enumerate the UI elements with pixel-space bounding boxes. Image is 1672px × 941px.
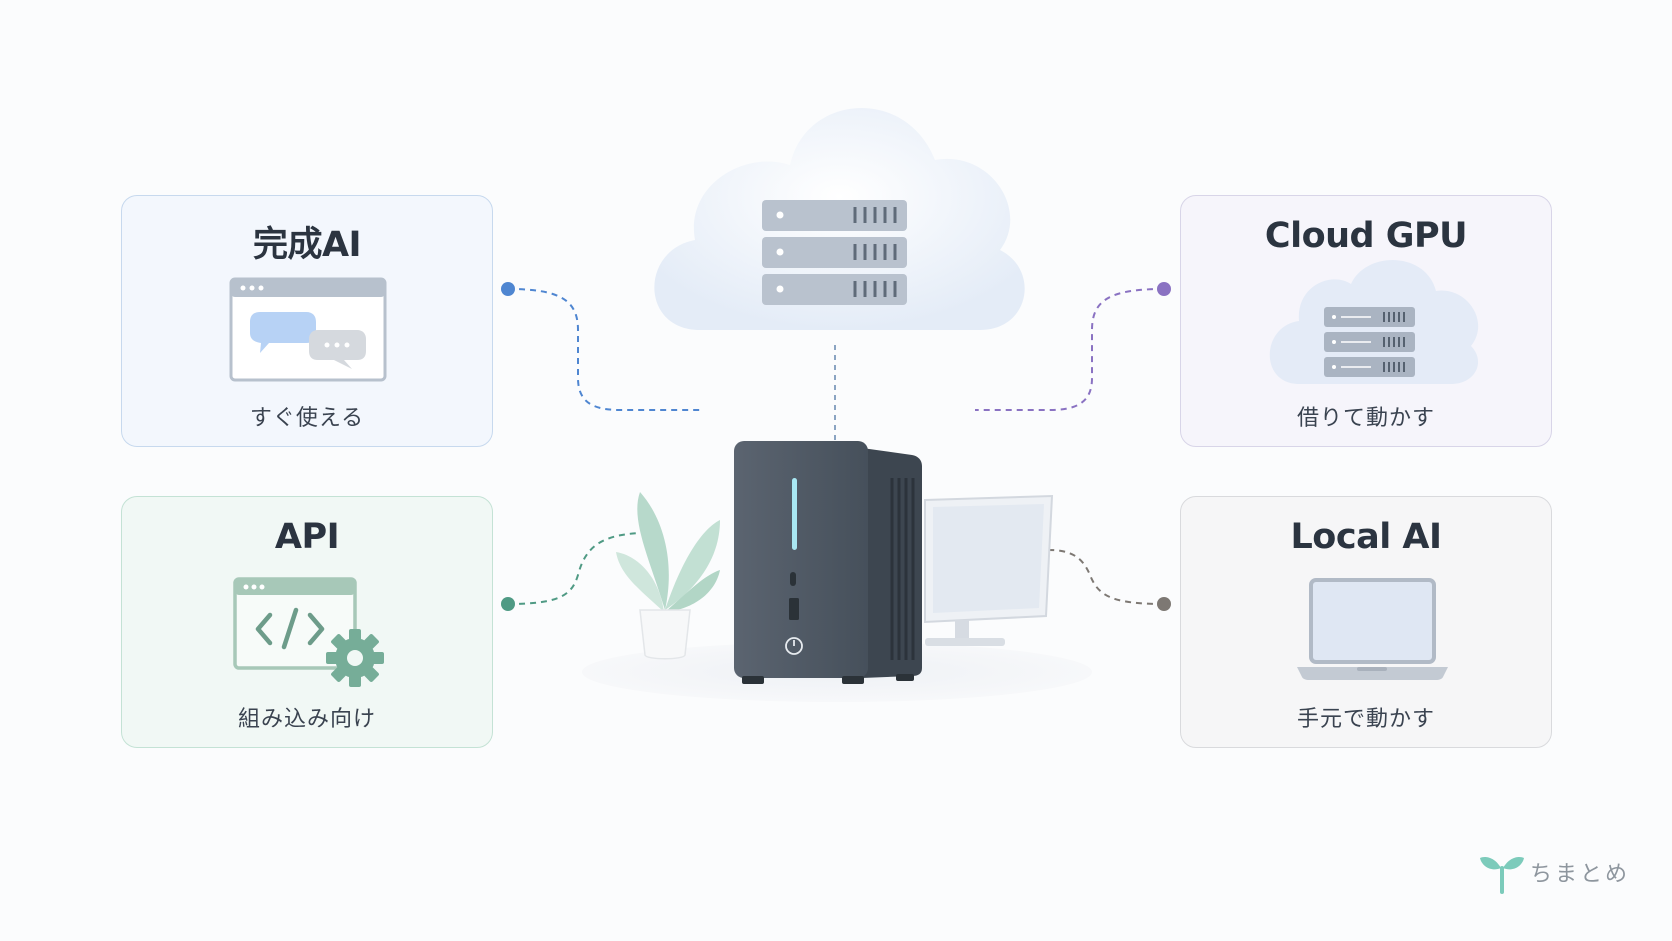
cloud-server-icon	[654, 107, 1025, 331]
card-local-ai[interactable]: Local AI 手元で動かす	[1180, 496, 1552, 748]
chat-window-icon	[229, 277, 387, 382]
card-cloud-gpu[interactable]: Cloud GPU 借りて動かす	[1180, 195, 1552, 447]
card-subtitle: すぐ使える	[249, 406, 365, 431]
card-subtitle: 借りて動かす	[1296, 406, 1435, 431]
code-gear-icon	[233, 577, 384, 687]
connector-kansei	[501, 282, 700, 411]
connector-dot-api	[501, 597, 515, 611]
monitor-icon	[924, 494, 1054, 646]
connector-dot-cloud-gpu	[1157, 282, 1171, 296]
connector-dot-local-ai	[1157, 597, 1171, 611]
card-kansei-ai[interactable]: 完成AI すぐ使える	[121, 195, 493, 447]
mini-pc-icon	[734, 441, 922, 684]
card-title: Cloud GPU	[1264, 216, 1468, 256]
card-title: API	[274, 517, 340, 557]
connector-cloud-gpu	[975, 282, 1171, 411]
plant-icon	[616, 492, 720, 660]
connector-local-ai	[1047, 549, 1171, 611]
card-title: 完成AI	[252, 225, 362, 265]
card-subtitle: 手元で動かす	[1296, 707, 1435, 732]
connector-dot-kansei	[501, 282, 515, 296]
gear-icon	[326, 629, 384, 687]
laptop-icon	[1297, 578, 1448, 680]
card-title: Local AI	[1290, 517, 1442, 557]
cloud-server-icon	[1269, 260, 1479, 384]
brand-name: ちまとめ	[1530, 862, 1631, 887]
card-api[interactable]: API 組み込み向け	[121, 496, 493, 748]
card-subtitle: 組み込み向け	[237, 707, 376, 732]
sprout-icon	[1480, 857, 1524, 894]
connector-api	[501, 532, 641, 611]
